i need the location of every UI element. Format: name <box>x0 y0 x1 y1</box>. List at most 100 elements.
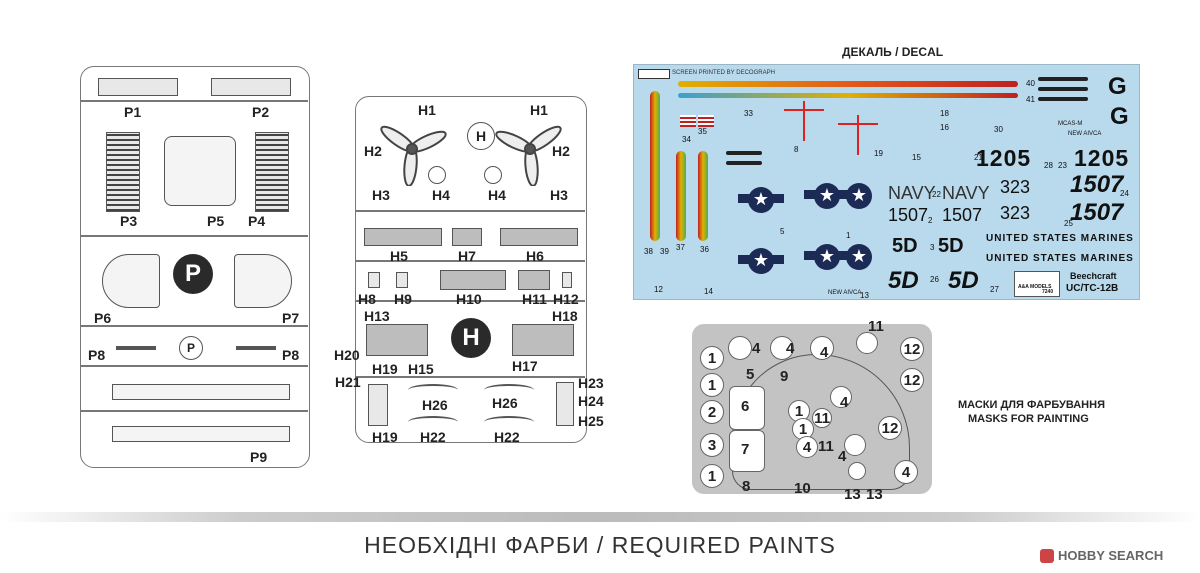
star-roundel-icon <box>846 183 872 209</box>
watermark: HOBBY SEARCH <box>1040 548 1163 563</box>
dot-row <box>1038 97 1088 101</box>
mask-num-11-mid: 11 <box>818 438 834 455</box>
label-p8-left: P8 <box>88 347 106 363</box>
spinner-left <box>428 166 446 184</box>
sprue-h-badge: H <box>451 318 491 358</box>
decal-num: 33 <box>744 109 753 118</box>
decal-num: 28 <box>1044 161 1053 170</box>
decal-num: 27 <box>990 285 999 294</box>
part-h11 <box>518 270 550 290</box>
label-h6: H6 <box>526 248 544 264</box>
decal-num: 30 <box>994 125 1003 134</box>
star-roundel-icon <box>748 248 774 274</box>
decograph-logo <box>638 69 670 79</box>
star-roundel-icon <box>814 244 840 270</box>
stripe-mid <box>678 93 1018 98</box>
mask-circle: 11 <box>812 408 832 428</box>
part-p1 <box>98 78 178 96</box>
code-5d-b: 5D <box>938 235 964 257</box>
mask-window-6 <box>729 386 765 430</box>
label-p6: P6 <box>94 310 112 326</box>
label-p1: P1 <box>124 104 142 120</box>
mask-circle: 2 <box>700 400 724 424</box>
label-p5: P5 <box>207 213 225 229</box>
label-h23: H23 <box>578 375 604 391</box>
decal-num: 16 <box>940 123 949 132</box>
sprue-h-top-badge: H <box>467 122 495 150</box>
required-paints-title: НЕОБХІДНІ ФАРБИ / REQUIRED PAINTS <box>364 532 836 558</box>
label-h2-left: H2 <box>364 143 382 159</box>
cat-number: 7240 <box>1042 289 1054 295</box>
label-h10: H10 <box>456 291 482 307</box>
label-h22-right: H22 <box>494 429 520 445</box>
mask-num-13-b: 13 <box>866 486 883 503</box>
decal-num: 2 <box>928 216 933 225</box>
mask-ring <box>848 462 866 480</box>
navy-right: NAVY <box>942 183 990 203</box>
part-p8-left <box>116 346 156 350</box>
mask-circle: 12 <box>878 416 902 440</box>
mask-circle: 1 <box>700 373 724 397</box>
label-p2: P2 <box>252 104 270 120</box>
decal-num: 3 <box>930 243 935 252</box>
propeller-icon <box>380 125 447 186</box>
label-h24: H24 <box>578 393 604 409</box>
dot-row <box>726 151 762 155</box>
mask-num-4-e: 4 <box>838 448 847 465</box>
part-p9-top <box>112 384 290 400</box>
part-h5 <box>364 228 442 246</box>
stripe-top <box>678 81 1018 87</box>
decal-sheet: SCREEN PRINTED BY DECOGRAPH G G 1205 120… <box>633 64 1140 300</box>
decal-num: 21 <box>974 153 983 162</box>
label-h4-right: H4 <box>488 187 506 203</box>
decal-num: 14 <box>704 287 713 296</box>
mask-num-13-a: 13 <box>844 486 861 503</box>
spinner-right <box>484 166 502 184</box>
stripe-vertical-3 <box>698 151 708 241</box>
label-h26-left: H26 <box>422 397 448 413</box>
decal-heading: ДЕКАЛЬ / DECAL <box>842 45 944 59</box>
mask-circle: 12 <box>900 368 924 392</box>
reg-323-b: 323 <box>1000 203 1031 223</box>
mask-num-7: 7 <box>741 441 750 458</box>
mask-ring <box>810 336 834 360</box>
decal-num: 1 <box>846 231 851 240</box>
label-h7: H7 <box>458 248 476 264</box>
label-h25: H25 <box>578 413 604 429</box>
mask-num-11-top: 11 <box>868 318 884 335</box>
reg-1507-b: 1507 <box>942 205 983 225</box>
decal-num: 19 <box>874 149 883 158</box>
decal-num: 23 <box>1058 161 1067 170</box>
part-p9-bottom <box>112 426 290 442</box>
mcas-m: MCAS-M <box>1058 121 1083 127</box>
part-h26-left <box>408 384 458 396</box>
mask-ring <box>856 332 878 354</box>
part-h6 <box>500 228 578 246</box>
label-h19-top: H19 <box>372 361 398 377</box>
part-p6 <box>102 254 160 308</box>
label-p9: P9 <box>250 449 268 465</box>
part-h18 <box>512 324 574 356</box>
mask-circle: 4 <box>796 436 818 458</box>
model-name: UC/TC-12B <box>1066 283 1119 294</box>
new-aivca-1: NEW AIVCA <box>1068 131 1102 137</box>
mask-num-4-d: 4 <box>840 394 849 411</box>
decal-num: 35 <box>698 127 707 136</box>
code-5d-c: 5D <box>888 267 919 294</box>
label-h4-left: H4 <box>432 187 450 203</box>
usmc-2: UNITED STATES MARINES <box>986 253 1134 264</box>
dot-row <box>726 161 762 165</box>
divider-bar <box>0 512 1200 522</box>
part-p3 <box>106 132 140 212</box>
label-h1-right: H1 <box>530 102 548 118</box>
mask-ring <box>830 386 852 408</box>
label-h12: H12 <box>553 291 579 307</box>
label-h22-left: H22 <box>420 429 446 445</box>
maker-name: A&A MODELS <box>1018 284 1052 290</box>
label-h20: H20 <box>334 347 360 363</box>
label-h1-left: H1 <box>418 102 436 118</box>
decal-num: 8 <box>794 145 799 154</box>
reg-1507-a: 1507 <box>888 205 929 225</box>
part-h22-left <box>408 416 458 428</box>
decal-num: 5 <box>780 227 785 236</box>
